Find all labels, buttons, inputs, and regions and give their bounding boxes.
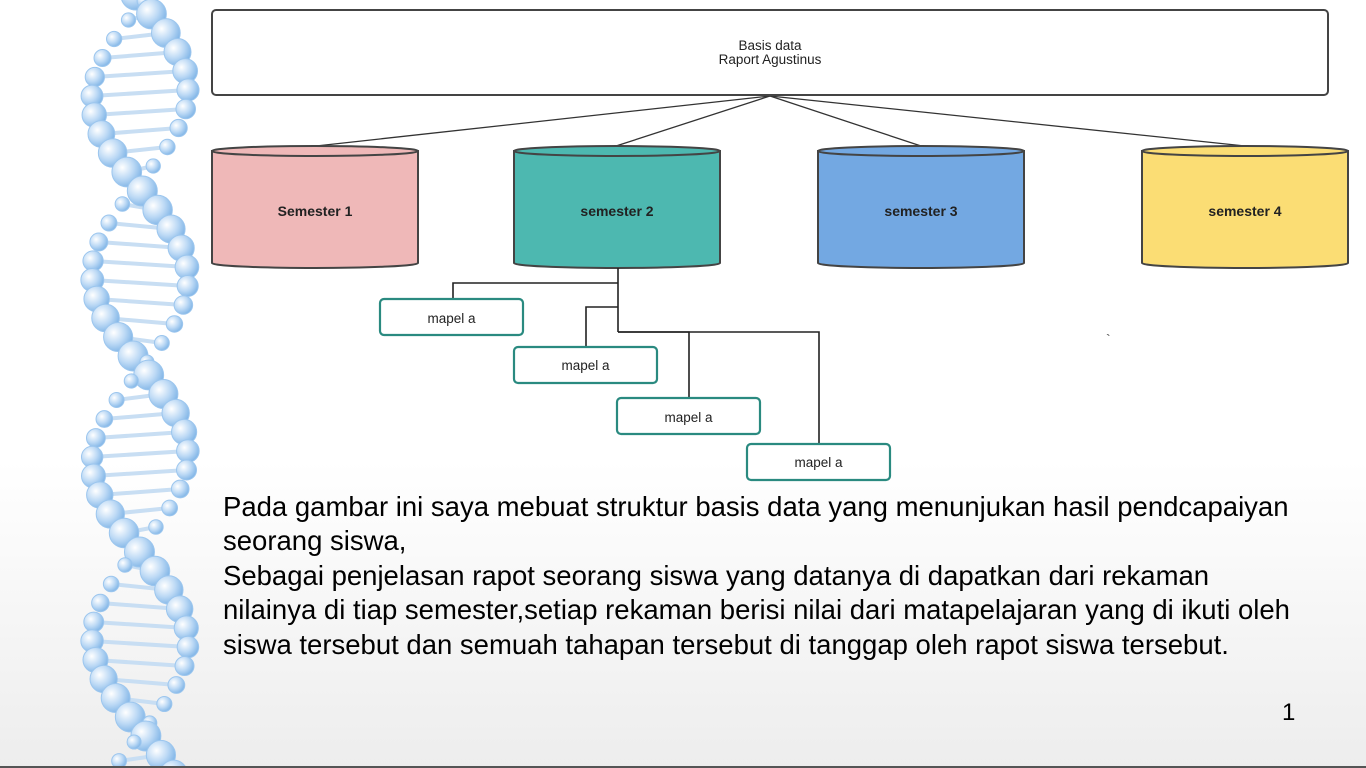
- dna-bead: [95, 410, 114, 428]
- dna-bead: [145, 158, 161, 174]
- dna-bead: [102, 575, 120, 593]
- dna-bead: [153, 335, 170, 351]
- dna-bead: [167, 676, 186, 694]
- dna-bead: [111, 753, 127, 768]
- semester-2-cylinder: semester 2: [513, 145, 721, 269]
- root-title-line2: Raport Agustinus: [719, 52, 822, 67]
- root-title-line1: Basis data: [738, 38, 802, 53]
- dna-bead: [174, 655, 195, 677]
- semester-3-cylinder: semester 3: [817, 145, 1025, 269]
- dna-bead: [108, 391, 125, 409]
- dna-bead: [176, 459, 198, 481]
- stray-mark: `: [1106, 331, 1111, 347]
- subject-box-2: mapel a: [512, 345, 659, 385]
- subject-box-3: mapel a: [615, 396, 762, 436]
- dna-bead: [114, 196, 131, 212]
- dna-bead: [169, 118, 188, 138]
- description-paragraph-1: Pada gambar ini saya mebuat struktur bas…: [223, 491, 1289, 557]
- dna-bead: [100, 214, 118, 232]
- subject-box-4: mapel a: [745, 442, 892, 482]
- bottom-border: [0, 766, 1366, 768]
- page-number: 1: [1282, 699, 1296, 726]
- semester-4-cylinder: semester 4: [1141, 145, 1349, 269]
- dna-bead: [120, 12, 137, 28]
- dna-bead: [165, 315, 184, 333]
- dna-bead: [106, 30, 123, 48]
- dna-bead: [170, 479, 190, 499]
- subject-4-label: mapel a: [794, 455, 843, 470]
- dna-bead: [91, 593, 110, 613]
- description-paragraph-2: Sebagai penjelasan rapot seorang siswa y…: [223, 559, 1290, 660]
- database-structure-diagram: Basis data Raport Agustinus Semester 1 s…: [211, 9, 1349, 482]
- dna-bead: [93, 48, 112, 68]
- subject-2-label: mapel a: [561, 358, 610, 373]
- dna-bead: [159, 138, 176, 156]
- dna-bead: [83, 611, 105, 633]
- semester-4-label: semester 4: [1208, 203, 1281, 219]
- dna-bead: [161, 499, 179, 517]
- dna-bead: [123, 373, 139, 389]
- semester-1-cylinder: Semester 1: [211, 145, 419, 269]
- description-text: Pada gambar ini saya mebuat struktur bas…: [223, 490, 1303, 662]
- subject-3-label: mapel a: [664, 410, 713, 425]
- semester-2-label: semester 2: [580, 203, 653, 219]
- subject-1-label: mapel a: [427, 311, 476, 326]
- dna-bead: [175, 98, 197, 120]
- dna-bead: [117, 557, 133, 573]
- dna-bead: [173, 295, 194, 315]
- root-connectors: [315, 95, 1246, 147]
- dna-bead: [176, 635, 200, 659]
- dna-bead: [156, 695, 173, 713]
- subject-connectors: [452, 268, 820, 444]
- subject-box-1: mapel a: [378, 297, 525, 337]
- dna-bead: [126, 734, 142, 750]
- root-database-box: Basis data Raport Agustinus: [211, 9, 1329, 96]
- dna-decoration: [80, 0, 200, 768]
- semester-3-label: semester 3: [884, 203, 957, 219]
- dna-bead: [89, 232, 109, 252]
- semester-1-label: Semester 1: [278, 203, 353, 219]
- dna-bead: [148, 519, 164, 535]
